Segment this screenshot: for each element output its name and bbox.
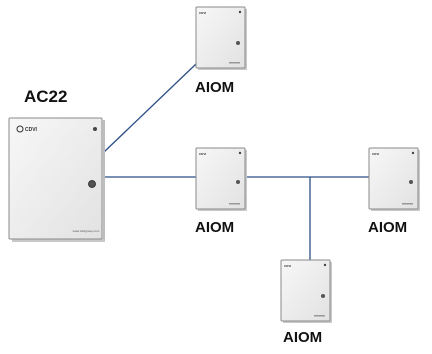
module-label-center: AIOM	[195, 219, 235, 236]
led-indicator-icon	[238, 151, 242, 155]
lock-keyhole-icon	[321, 294, 325, 298]
ac22-controller-enclosure: CDVI www.cdvigroup.com	[8, 117, 105, 242]
controller-label: AC22	[24, 87, 68, 106]
lock-keyhole-icon	[236, 41, 240, 45]
led-indicator-icon	[411, 151, 415, 155]
lock-keyhole-icon	[236, 180, 240, 184]
led-indicator-icon	[238, 10, 242, 14]
controller-brand-text: CDVI	[25, 127, 38, 133]
brand-logo-icon	[16, 125, 24, 133]
module-brand-text: CDVI	[372, 152, 379, 156]
module-brand-text: CDVI	[284, 264, 291, 268]
lock-keyhole-icon	[88, 180, 96, 188]
module-footer-mark	[402, 203, 413, 205]
module-label-right: AIOM	[368, 219, 408, 236]
led-indicator-icon	[323, 263, 327, 267]
module-label-top: AIOM	[195, 79, 235, 96]
module-footer-mark	[314, 315, 325, 317]
aiom-module-enclosure-right: CDVI	[368, 147, 420, 211]
module-brand-text: CDVI	[199, 152, 206, 156]
controller-footer-text: www.cdvigroup.com	[73, 229, 100, 233]
aiom-module-enclosure-center: CDVI	[195, 147, 247, 211]
lock-keyhole-icon	[409, 180, 413, 184]
connection-wires	[103, 63, 369, 260]
module-brand-text: CDVI	[199, 11, 206, 15]
aiom-module-enclosure-bottom: CDVI	[280, 259, 332, 323]
module-footer-mark	[229, 62, 240, 64]
module-label-bottom: AIOM	[283, 329, 323, 346]
led-indicator-icon	[93, 127, 97, 131]
wire-ac22-to-aiom-top	[103, 63, 197, 153]
module-footer-mark	[229, 203, 240, 205]
aiom-module-enclosure-top: CDVI	[195, 6, 247, 70]
